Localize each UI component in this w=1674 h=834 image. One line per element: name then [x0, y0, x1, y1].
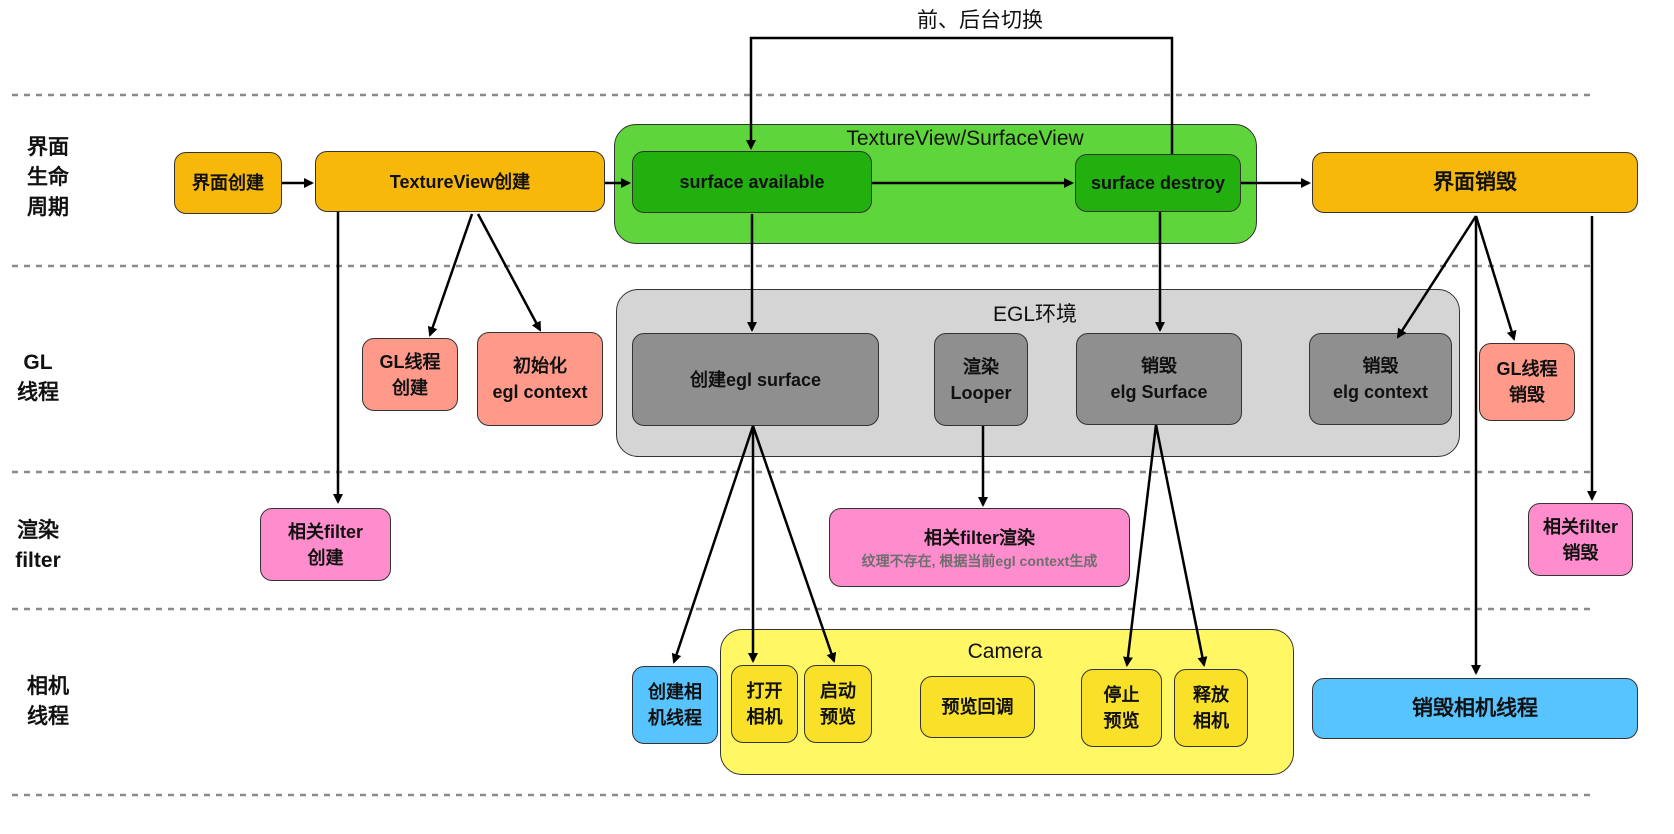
destroy-elg-surface-box: 销毁 elg Surface [1076, 333, 1242, 425]
arrow-to-stop-preview [1122, 424, 1158, 667]
camera-container-title: Camera [967, 640, 1043, 663]
open-camera-box: 打开 相机 [731, 665, 798, 743]
render-looper-box: 渲染 Looper [934, 333, 1028, 426]
ui-create-box: 界面创建 [174, 152, 282, 214]
egl-environment-title: EGL环境 [992, 303, 1078, 326]
release-camera-box: 释放 相机 [1174, 669, 1248, 747]
lane-label-ui-lifecycle: 界面 生命 周期 [27, 136, 69, 219]
surface-available-box: surface available [632, 151, 872, 213]
arrow-to-start-preview [751, 425, 837, 663]
lane-label-render-filter: 渲染 filter [15, 519, 61, 572]
arrow-to-gl-thread-destroy [1474, 215, 1517, 341]
background-switch-arrow [746, 36, 1174, 154]
preview-callback-box: 预览回调 [920, 676, 1035, 738]
arrow-to-init-egl-context [476, 213, 542, 332]
destroy-camera-thread-box: 销毁相机线程 [1312, 678, 1638, 739]
create-egl-surface-box: 创建egl surface [632, 333, 879, 426]
textureview-create-box: TextureView创建 [315, 151, 605, 212]
create-camera-thread-box: 创建相 机线程 [632, 666, 718, 744]
filter-create-box: 相关filter 创建 [260, 508, 391, 581]
arrow-to-create-camera-thread [671, 425, 755, 664]
start-preview-box: 启动 预览 [804, 665, 872, 743]
gl-thread-destroy-box: GL线程 销毁 [1479, 343, 1575, 421]
gl-thread-create-box: GL线程 创建 [362, 338, 458, 411]
init-egl-context-box: 初始化 egl context [477, 332, 603, 426]
filter-render-title: 相关filter渲染 [923, 527, 1035, 548]
lane-label-gl-thread: GL 线程 [17, 351, 59, 404]
destroy-elg-context-box: 销毁 elg context [1309, 333, 1452, 425]
filter-render-note: 纹理不存在, 根据当前egl context生成 [861, 552, 1098, 569]
filter-destroy-box: 相关filter 销毁 [1528, 503, 1633, 576]
arrow-to-release-camera [1154, 424, 1208, 667]
textureview-container-title: TextureView/SurfaceView [846, 127, 1084, 150]
arrow-to-gl-thread-create [427, 213, 474, 337]
background-switch-label: 前、后台切换 [917, 9, 1043, 32]
filter-render-box: 相关filter渲染 纹理不存在, 根据当前egl context生成 [829, 508, 1130, 587]
arrow-to-destroy-elg-context [1396, 215, 1478, 339]
stop-preview-box: 停止 预览 [1081, 669, 1162, 747]
surface-destroy-box: surface destroy [1075, 154, 1241, 212]
lane-label-camera-thread: 相机 线程 [27, 675, 69, 728]
ui-destroy-box: 界面销毁 [1312, 152, 1638, 213]
